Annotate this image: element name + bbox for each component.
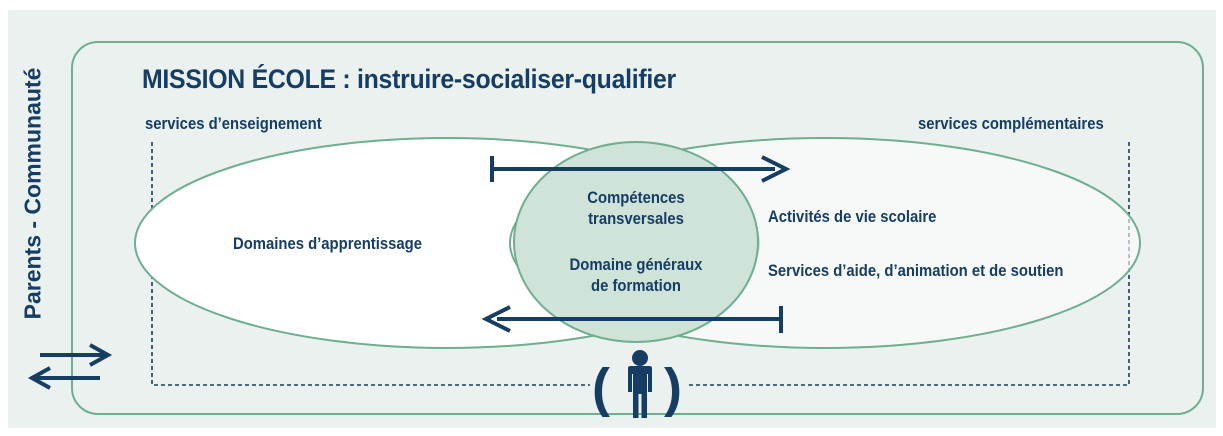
student-right-paren: ) [664,358,682,418]
page-title: MISSION ÉCOLE : instruire-socialiser-qua… [142,64,676,94]
center-label-competences: Compétences transversales [564,188,708,230]
right-item-vie-scolaire: Activités de vie scolaire [768,208,937,226]
student-left-paren: ( [592,358,610,418]
left-domain-label: Domaines d’apprentissage [233,235,422,253]
center-label-domaines: Domaine généraux de formation [555,255,717,297]
exchange-arrow-left-head [27,366,51,390]
center-line-2: transversales [588,210,684,228]
left-header-label: services d’enseignement [145,115,322,133]
center-line-3: Domaine généraux [569,256,703,274]
bottom-arrow-head [481,305,511,333]
top-arrow-head [761,155,791,183]
side-label-parents-communaute: Parents - Communauté [19,67,46,320]
person-icon [628,350,652,418]
right-item-services-aide: Services d’aide, d’animation et de souti… [768,262,1064,280]
center-line-1: Compétences [587,189,685,207]
center-ellipse [513,141,759,343]
center-line-4: de formation [591,277,681,295]
right-header-label: services complémentaires [918,115,1104,133]
exchange-arrow-right-head [89,343,113,367]
